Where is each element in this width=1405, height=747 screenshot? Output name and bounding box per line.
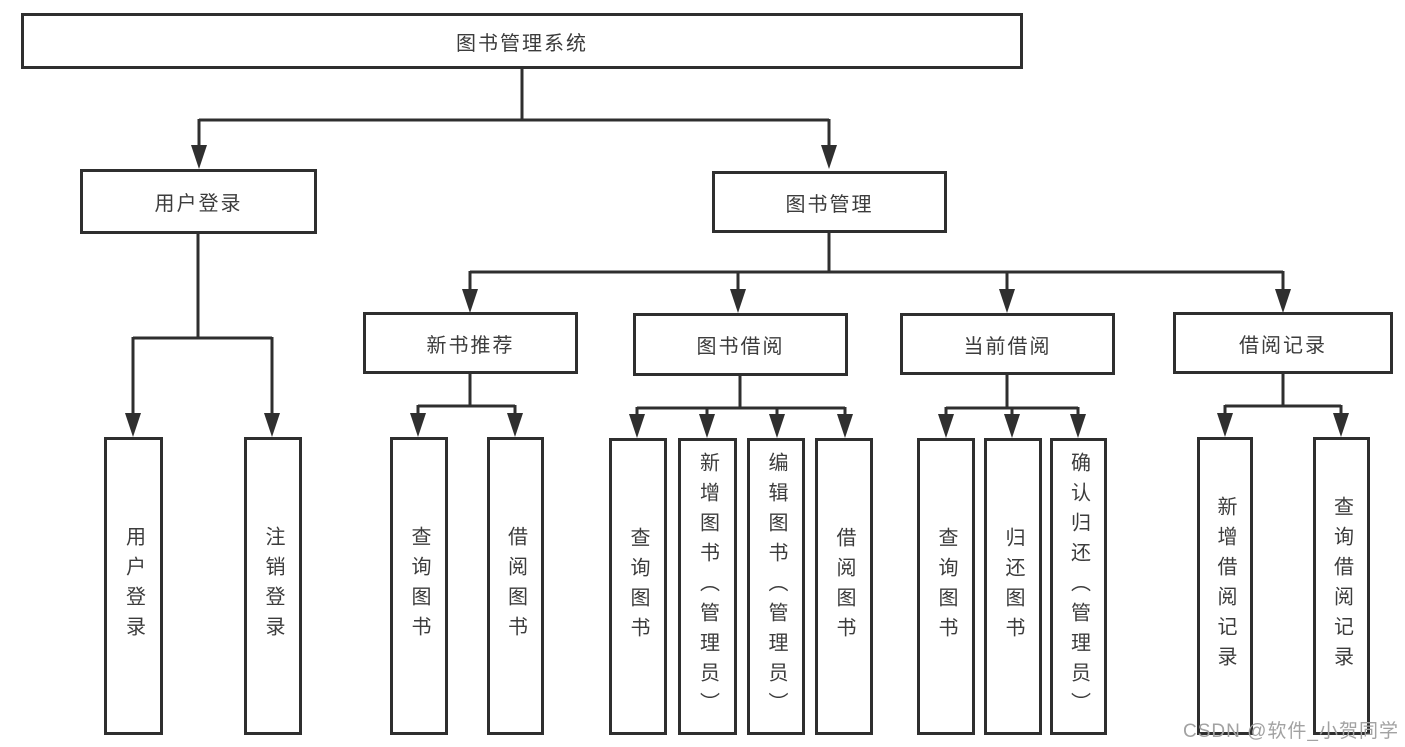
edge-borrow-record-branch bbox=[1223, 374, 1343, 415]
node-new-book-recommend-label: 新书推荐 bbox=[426, 334, 515, 357]
node-book-management: 图书管理 bbox=[712, 171, 947, 233]
arrowhead bbox=[821, 145, 837, 169]
node-root: 图书管理系统 bbox=[21, 13, 1023, 69]
node-book-management-label: 图书管理 bbox=[785, 193, 874, 216]
node-br-add-record: 新增借阅记录 bbox=[1197, 437, 1253, 735]
arrowhead bbox=[125, 413, 141, 437]
node-nbr-borrow-book: 借阅图书 bbox=[487, 437, 544, 735]
arrowhead bbox=[938, 414, 954, 438]
arrowhead bbox=[1004, 414, 1020, 438]
node-root-label: 图书管理系统 bbox=[456, 32, 588, 55]
node-bb-edit-book-label: 编辑图书（管理员） bbox=[765, 451, 787, 722]
node-cb-confirm-return-label: 确认归还（管理员） bbox=[1067, 451, 1090, 722]
node-cb-query-book: 查询图书 bbox=[917, 438, 975, 735]
arrowhead bbox=[1333, 413, 1349, 437]
node-br-query-record-label: 查询借阅记录 bbox=[1330, 496, 1353, 676]
arrowhead bbox=[769, 414, 785, 438]
node-user-login: 用户登录 bbox=[80, 169, 317, 234]
node-cb-return-book: 归还图书 bbox=[984, 438, 1042, 735]
edge-book-management-branch bbox=[468, 233, 1285, 291]
node-user-login-label: 用户登录 bbox=[154, 193, 243, 215]
node-bb-edit-book: 编辑图书（管理员） bbox=[747, 438, 805, 735]
node-current-borrow: 当前借阅 bbox=[900, 313, 1115, 375]
node-cb-return-book-label: 归还图书 bbox=[1002, 526, 1024, 647]
node-nbr-query-book: 查询图书 bbox=[390, 437, 448, 735]
arrowhead bbox=[1070, 414, 1086, 438]
node-nbr-borrow-book-label: 借阅图书 bbox=[504, 526, 527, 646]
arrowhead bbox=[264, 413, 280, 437]
node-cb-confirm-return: 确认归还（管理员） bbox=[1050, 438, 1107, 735]
arrowhead bbox=[191, 145, 207, 169]
arrowhead bbox=[999, 289, 1015, 313]
node-cb-query-book-label: 查询图书 bbox=[935, 526, 957, 647]
edge-new-book-branch bbox=[416, 374, 517, 415]
edge-user-login-branch bbox=[131, 234, 274, 415]
node-logout-action-label: 注销登录 bbox=[262, 526, 284, 646]
node-bb-borrow-book: 借阅图书 bbox=[815, 438, 873, 735]
node-current-borrow-label: 当前借阅 bbox=[963, 335, 1052, 358]
edge-root-branch bbox=[197, 69, 831, 147]
node-borrow-record-label: 借阅记录 bbox=[1239, 334, 1327, 357]
arrowhead bbox=[462, 289, 478, 313]
node-br-add-record-label: 新增借阅记录 bbox=[1214, 496, 1236, 676]
node-bb-query-book-label: 查询图书 bbox=[627, 526, 649, 647]
node-book-borrow-label: 图书借阅 bbox=[696, 336, 785, 358]
node-bb-add-book-label: 新增图书（管理员） bbox=[696, 451, 719, 722]
node-bb-borrow-book-label: 借阅图书 bbox=[833, 526, 855, 647]
node-book-borrow: 图书借阅 bbox=[633, 313, 848, 376]
node-bb-query-book: 查询图书 bbox=[609, 438, 667, 735]
node-new-book-recommend: 新书推荐 bbox=[363, 312, 578, 374]
node-user-login-action-label: 用户登录 bbox=[122, 526, 145, 646]
edge-current-borrow-branch bbox=[944, 375, 1080, 416]
arrowhead bbox=[730, 289, 746, 313]
csdn-watermark: CSDN @软件_小贺同学 bbox=[1183, 721, 1399, 742]
arrowhead bbox=[629, 414, 645, 438]
arrowhead bbox=[1275, 289, 1291, 313]
arrowhead bbox=[507, 413, 523, 437]
arrowhead bbox=[410, 413, 426, 437]
edge-book-borrow-branch bbox=[635, 376, 847, 416]
node-br-query-record: 查询借阅记录 bbox=[1313, 437, 1370, 735]
arrowhead bbox=[699, 414, 715, 438]
node-nbr-query-book-label: 查询图书 bbox=[408, 526, 430, 646]
arrowhead bbox=[1217, 413, 1233, 437]
arrowhead bbox=[837, 414, 853, 438]
node-borrow-record: 借阅记录 bbox=[1173, 312, 1393, 374]
node-logout-action: 注销登录 bbox=[244, 437, 302, 735]
node-user-login-action: 用户登录 bbox=[104, 437, 163, 735]
node-bb-add-book: 新增图书（管理员） bbox=[678, 438, 737, 735]
